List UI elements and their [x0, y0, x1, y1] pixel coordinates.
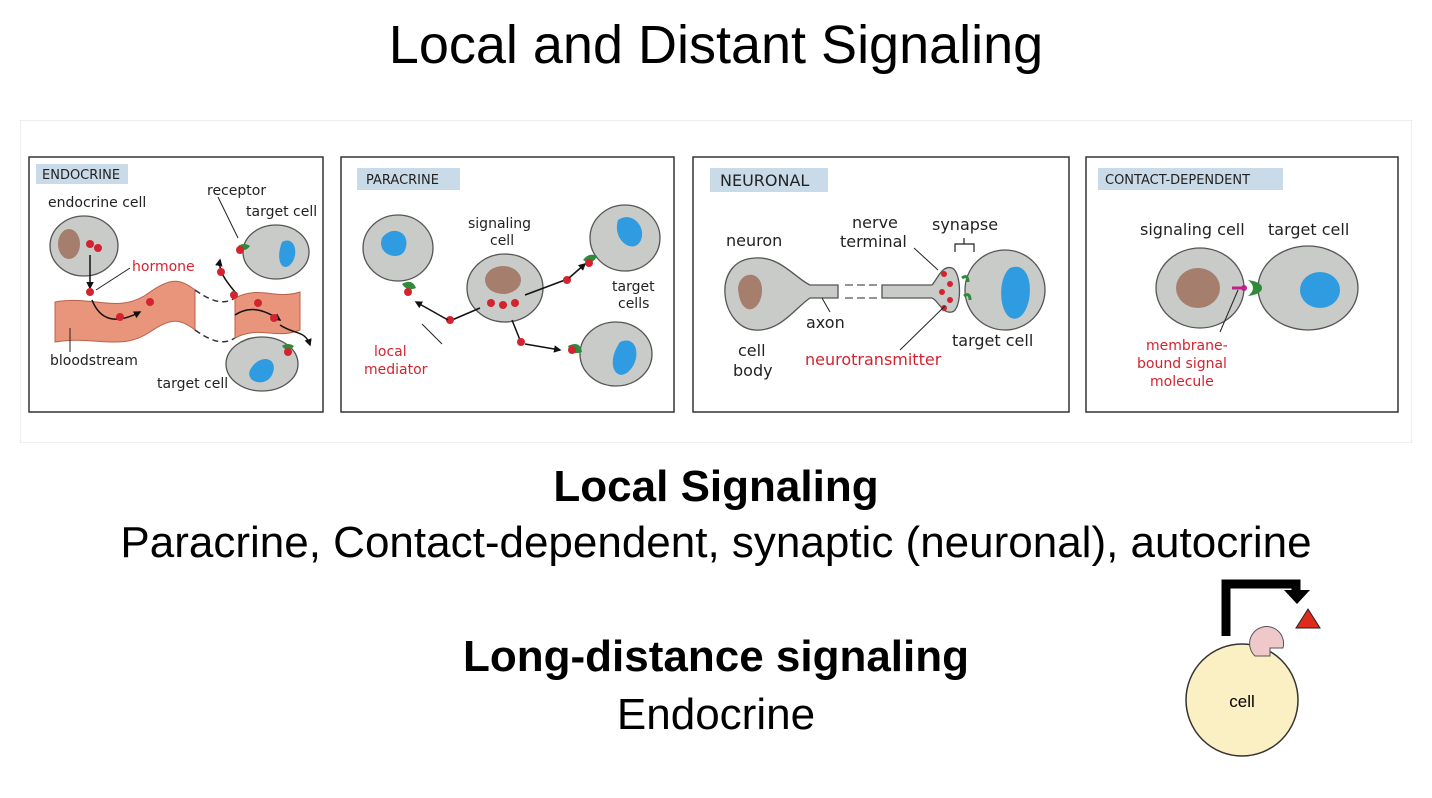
- paracrine-panel: PARACRINE signaling cell: [340, 156, 675, 413]
- endocrine-panel: ENDOCRINE endocrine cell receptor target…: [28, 156, 324, 413]
- target-cells-label-1: target: [612, 279, 655, 295]
- page-title: Local and Distant Signaling: [388, 15, 1044, 75]
- endocrine-target-cell-top: [242, 224, 310, 280]
- nerve-terminal: [881, 266, 961, 313]
- local-signaling-types: Paracrine, Contact-dependent, synaptic (…: [120, 518, 1312, 567]
- contact-target-cell-label: target cell: [1268, 220, 1349, 239]
- target-cell-top-label: target cell: [246, 204, 317, 220]
- endocrine-label-bg: [36, 164, 128, 184]
- autocrine-arrow: [1221, 579, 1301, 636]
- paracrine-label: PARACRINE: [366, 173, 439, 188]
- endocrine-nucleus: [58, 229, 80, 259]
- long-distance-heading: Long-distance signaling: [462, 632, 970, 681]
- neurotransmitter-label: neurotransmitter: [805, 350, 942, 369]
- local-signaling-heading: Local Signaling: [553, 462, 879, 511]
- autocrine-signal-triangle: [1295, 608, 1321, 629]
- synapse-label: synapse: [932, 215, 998, 234]
- membrane-label-2: bound signal: [1137, 356, 1227, 372]
- long-distance-types: Endocrine: [616, 690, 816, 739]
- contact-signaling-cell-label: signaling cell: [1140, 220, 1245, 239]
- receptor-label: receptor: [207, 183, 266, 199]
- signaling-figure: ENDOCRINE endocrine cell receptor target…: [20, 120, 1412, 443]
- axon-label: axon: [806, 313, 845, 332]
- cell-body-label-2: body: [733, 361, 773, 380]
- contact-dependent-panel: CONTACT-DEPENDENT signaling cell target …: [1085, 156, 1399, 413]
- autocrine-cell: [1185, 643, 1299, 757]
- neuronal-target-cell-label: target cell: [952, 331, 1033, 350]
- endocrine-cell-label: endocrine cell: [48, 195, 146, 211]
- autocrine-receptor: [1249, 626, 1285, 657]
- autocrine-diagram: cell: [1160, 570, 1360, 770]
- neuron-label: neuron: [726, 231, 782, 250]
- neuronal-panel: NEURONAL neuron nerve terminal synapse a…: [692, 156, 1070, 413]
- bloodstream-label: bloodstream: [50, 353, 138, 369]
- autocrine-cell-label: cell: [1229, 692, 1255, 711]
- contact-dependent-label: CONTACT-DEPENDENT: [1105, 173, 1250, 188]
- target-cells-label-2: cells: [618, 296, 649, 312]
- nerve-label: nerve: [852, 213, 898, 232]
- signaling-diagram: ENDOCRINE endocrine cell receptor target…: [20, 120, 1412, 443]
- neuronal-label: NEURONAL: [720, 171, 809, 190]
- terminal-label: terminal: [840, 232, 907, 251]
- target-cell-bottom-label: target cell: [157, 376, 228, 392]
- hormone-label: hormone: [132, 259, 195, 275]
- signaling-cell-label-1: signaling: [468, 216, 531, 232]
- membrane-label-3: molecule: [1150, 374, 1214, 390]
- local-mediator-label-2: mediator: [364, 362, 428, 378]
- signaling-cell-label-2: cell: [490, 233, 514, 249]
- endocrine-label: ENDOCRINE: [42, 168, 120, 183]
- cell-body-label-1: cell: [738, 341, 766, 360]
- local-mediator-label-1: local: [374, 344, 407, 360]
- membrane-label-1: membrane-: [1146, 338, 1228, 354]
